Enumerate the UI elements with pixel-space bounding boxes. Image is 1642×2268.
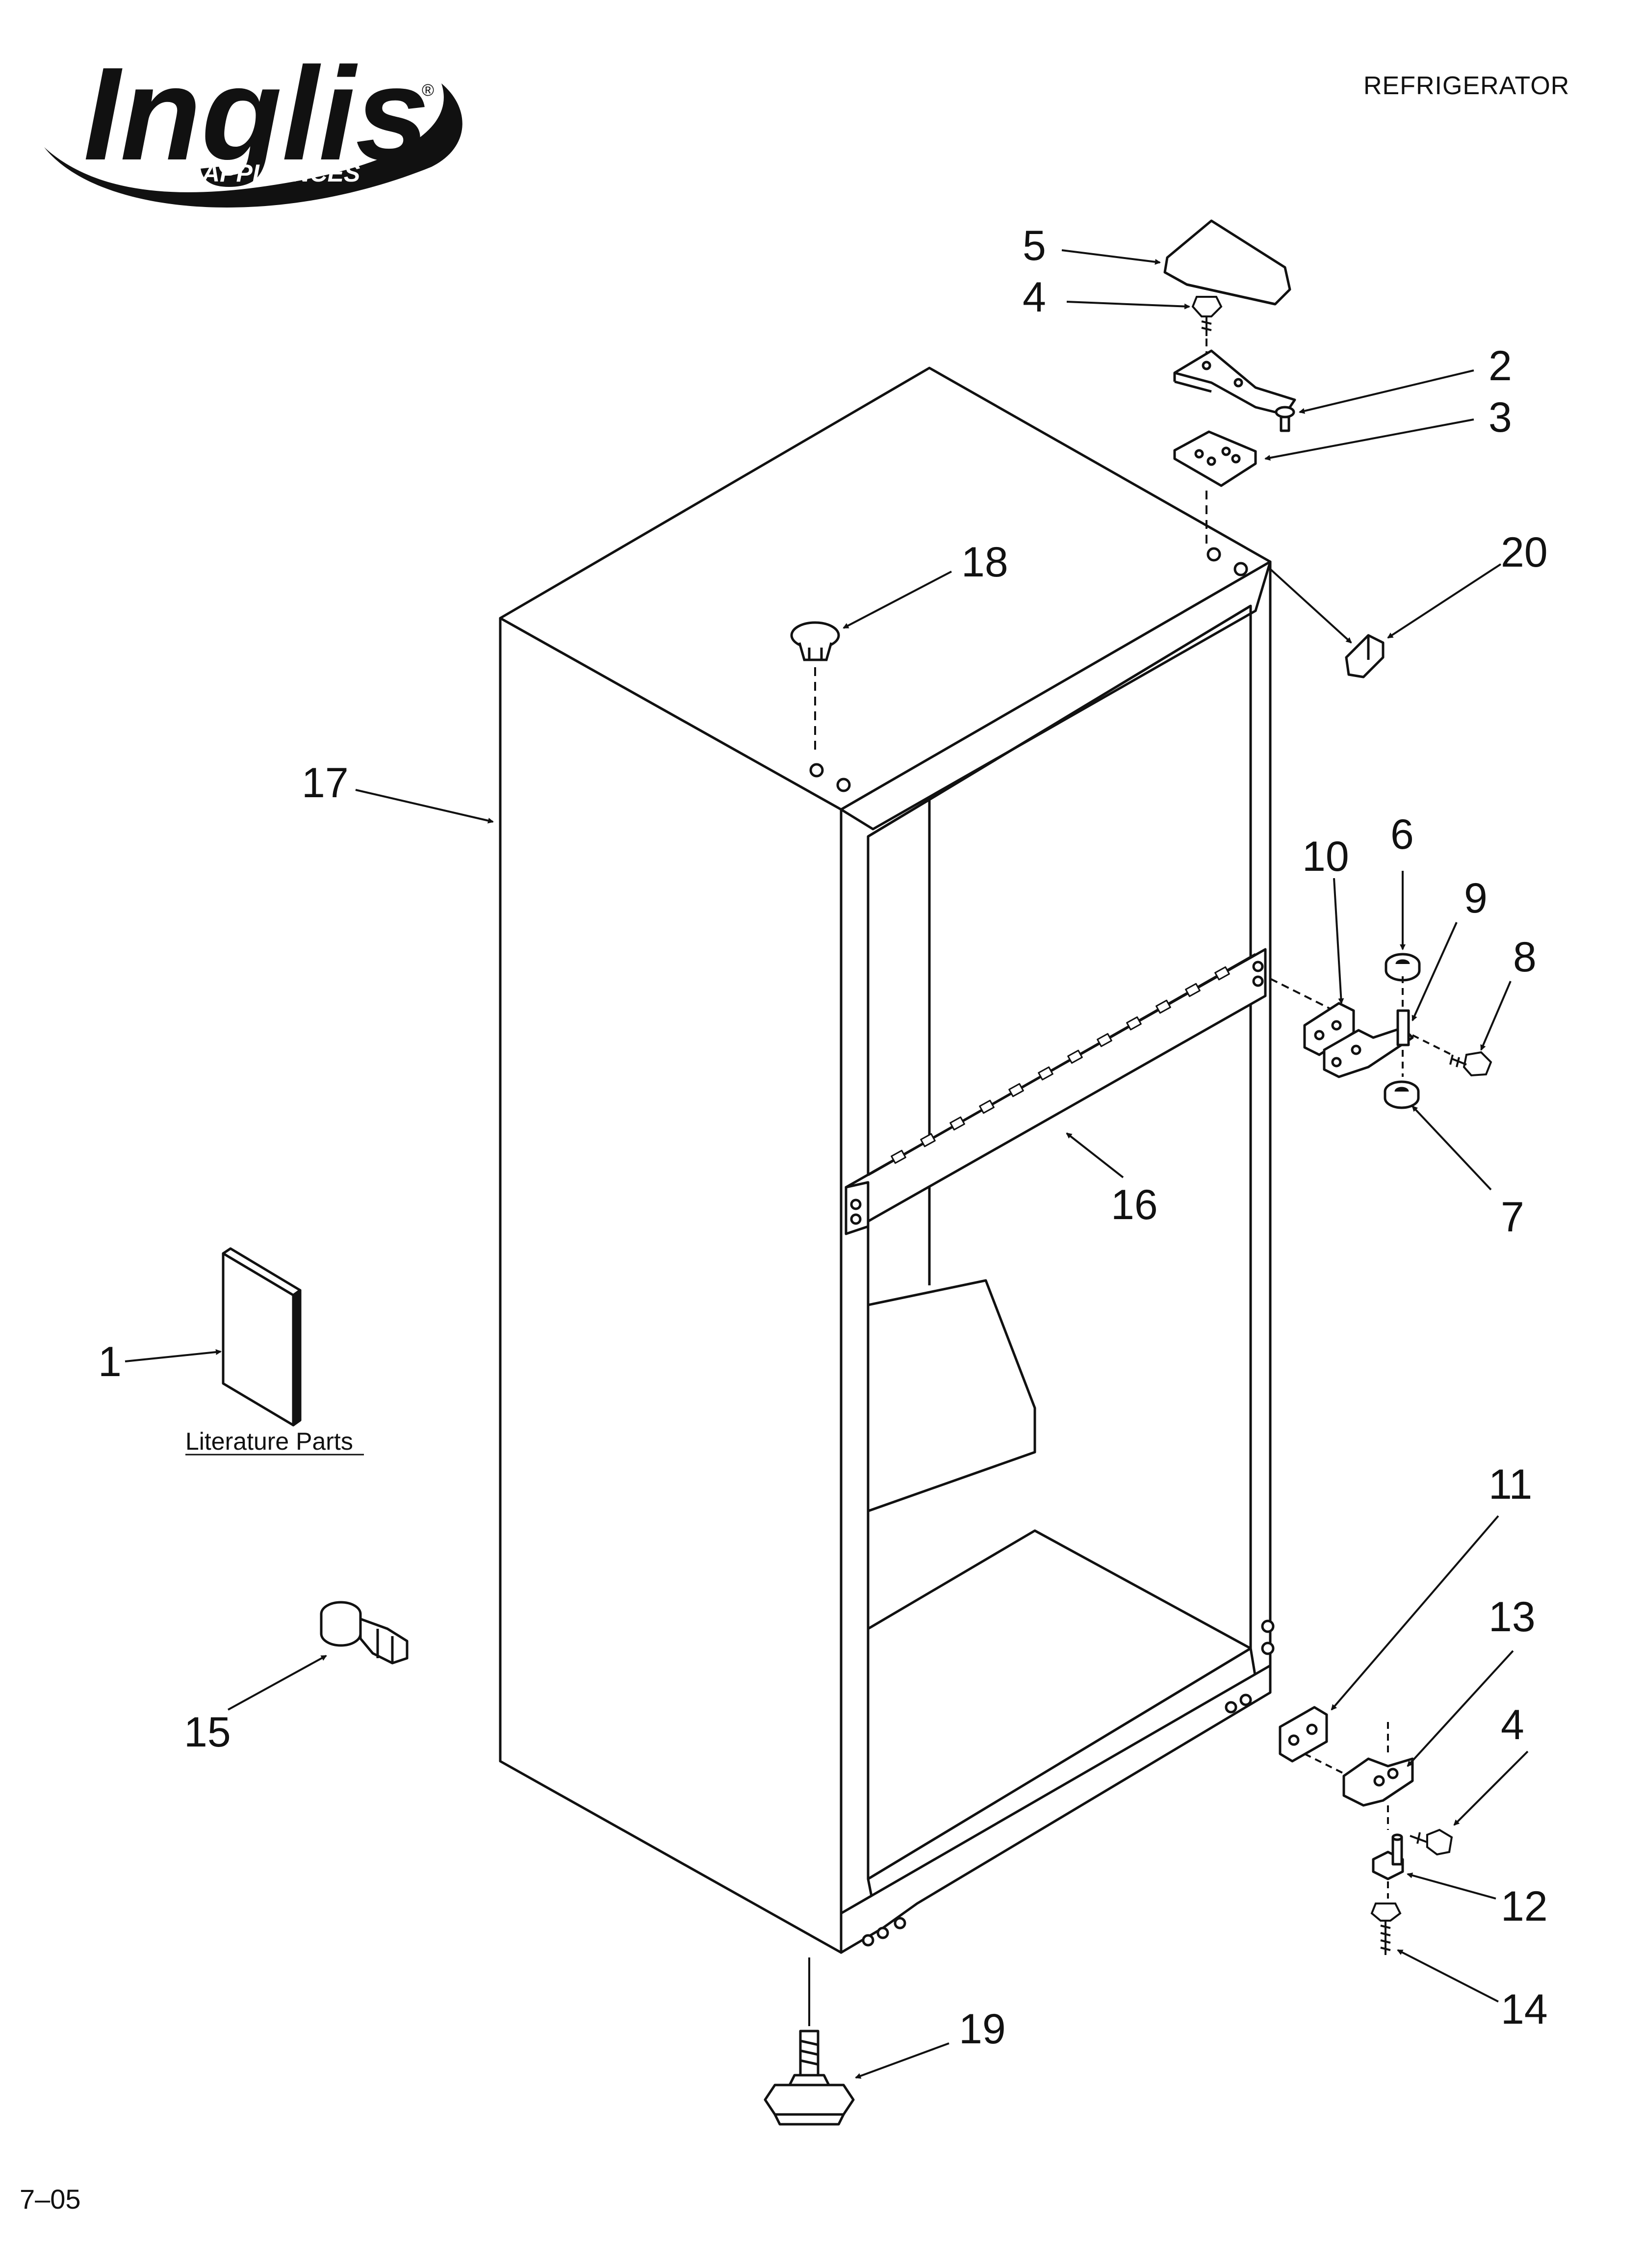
page-title: REFRIGERATOR — [1363, 72, 1570, 100]
hinge-screw-top — [1191, 296, 1223, 336]
brand-name: Inglis — [83, 40, 429, 188]
callout-13: 13 — [1488, 1593, 1536, 1641]
callout-16: 16 — [1111, 1181, 1158, 1228]
literature-label: Literature Parts — [185, 1428, 353, 1455]
cabinet-hole — [1225, 1701, 1237, 1714]
cabinet-hole — [894, 1917, 906, 1929]
callout-11: 11 — [1488, 1461, 1532, 1508]
callout-2: 2 — [1488, 342, 1512, 390]
cabinet-hole — [1261, 1619, 1275, 1633]
leveling-leg — [764, 2030, 855, 2126]
callout-5: 5 — [1023, 222, 1046, 269]
callout-12: 12 — [1501, 1883, 1548, 1930]
divider-rail — [845, 948, 1267, 1235]
center-hinge-washer-top — [1385, 953, 1421, 982]
top-hinge-bracket — [1173, 349, 1296, 432]
cabinet-hole — [1233, 562, 1248, 576]
cabinet-hole — [1206, 547, 1221, 562]
center-hinge-screw — [1449, 1051, 1492, 1077]
callout-4-top: 4 — [1023, 274, 1046, 321]
door-stop-clip — [1345, 634, 1385, 678]
callout-14: 14 — [1501, 1986, 1548, 2033]
cabinet-hole — [1261, 1642, 1275, 1655]
cabinet-hole — [862, 1934, 874, 1947]
cabinet-hole — [1239, 1694, 1252, 1706]
cabinet-hole — [809, 763, 824, 778]
callout-4-bottom: 4 — [1501, 1701, 1524, 1748]
callout-3: 3 — [1488, 394, 1512, 441]
callout-15: 15 — [184, 1709, 231, 1756]
callout-20: 20 — [1501, 529, 1548, 576]
bottom-hinge-shim — [1279, 1706, 1328, 1763]
registered-mark: ® — [422, 81, 434, 100]
callout-18: 18 — [961, 539, 1008, 586]
top-hinge-cover — [1163, 219, 1291, 306]
leader-lines — [125, 249, 1529, 2079]
top-hinge-shim — [1173, 430, 1257, 487]
cabinet-hole — [876, 1927, 889, 1939]
cabinet-side — [499, 617, 843, 1954]
cabinet-hole — [836, 778, 851, 792]
callout-10: 10 — [1302, 833, 1349, 880]
leveling-screw — [1370, 1903, 1402, 1955]
callout-9: 9 — [1464, 875, 1488, 922]
bottom-hinge-pin — [1372, 1833, 1404, 1880]
center-hinge-washer-bottom — [1384, 1080, 1420, 1109]
cable-clamp — [320, 1601, 409, 1665]
callout-8: 8 — [1513, 934, 1537, 981]
callout-7: 7 — [1501, 1194, 1524, 1241]
callout-17: 17 — [302, 759, 349, 807]
brand-logo: Inglis ® HOME APPLIANCES — [44, 40, 462, 208]
brand-subtitle: HOME APPLIANCES — [123, 159, 360, 187]
date-code: 7–05 — [20, 2184, 81, 2215]
hole-plug — [790, 621, 840, 661]
refrigerator-cabinet — [499, 366, 1275, 1954]
center-hinge-bracket — [1323, 1009, 1414, 1078]
bottom-hinge-bracket — [1342, 1757, 1414, 1807]
bottom-hinge-screw — [1410, 1828, 1453, 1856]
callout-19: 19 — [959, 2006, 1006, 2053]
callout-1: 1 — [98, 1338, 122, 1385]
literature-booklet — [222, 1247, 302, 1427]
callout-6: 6 — [1390, 811, 1414, 858]
